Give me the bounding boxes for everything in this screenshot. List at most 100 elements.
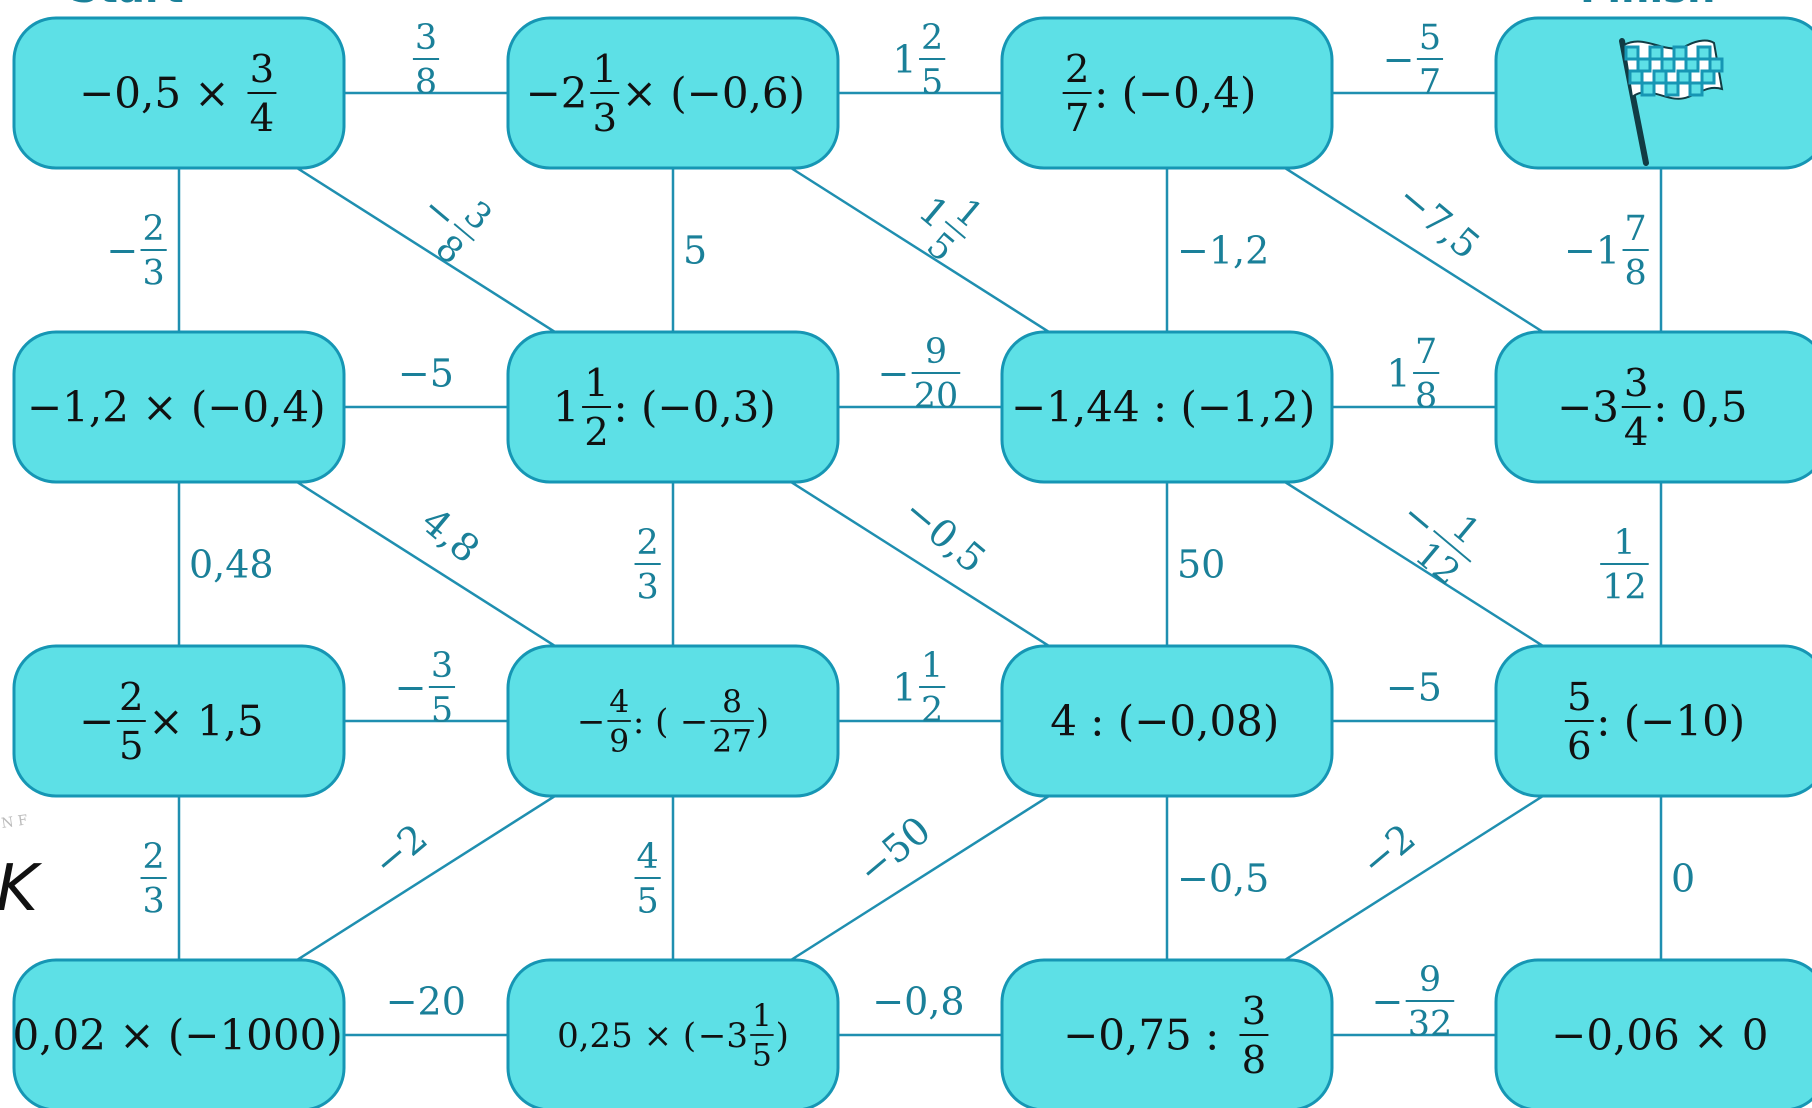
edge-label-fraction: 112: [1600, 523, 1649, 607]
edge-label-text: −: [1383, 37, 1415, 81]
edge-label-h-r2c0-r2c1: −35: [395, 646, 456, 730]
numerator: 2: [637, 523, 659, 563]
cell-r2c0[interactable]: −25 × 1,5: [12, 644, 346, 798]
cell-text: 1: [553, 383, 580, 432]
denominator: 7: [1419, 62, 1441, 102]
cell-text: : (−10): [1596, 697, 1745, 746]
fraction-bar: [944, 220, 966, 239]
edge-label-fraction: 23: [140, 209, 167, 293]
edge-label-d-r1c2-r2c3: −112: [1393, 492, 1487, 594]
edge-label-fraction: 23: [140, 837, 167, 921]
cell-r2c2[interactable]: 4 : (−0,08): [1000, 644, 1334, 798]
cell-r3c3[interactable]: −0,06 × 0: [1494, 958, 1812, 1108]
edge-label-v-r1c1-r2c1: 23: [634, 523, 661, 607]
edge-label-fraction: 35: [428, 646, 456, 730]
edge-label-text: −1: [1564, 228, 1620, 272]
cell-fraction: 27: [1062, 47, 1092, 141]
cell-text: ): [756, 702, 769, 742]
numerator: 2: [143, 209, 165, 249]
numerator: 5: [1419, 18, 1441, 58]
edge-label-text: 4,8: [413, 499, 488, 572]
cell-fraction: 56: [1564, 675, 1594, 769]
numerator: 2: [119, 675, 144, 720]
cell-r0c0[interactable]: −0,5 × 34: [12, 16, 346, 170]
edge-label-d-r1c0-r2c1: 4,8: [413, 499, 488, 572]
numerator: 2: [921, 18, 943, 58]
cell-box: [506, 16, 840, 170]
cell-r2c1[interactable]: −49 : (−827): [506, 644, 840, 798]
edge-label-text: −2: [1353, 815, 1424, 885]
cell-box: [1494, 644, 1812, 798]
cell-text: −1,2 × (−0,4): [27, 383, 326, 432]
edge-label-h-r3c1-r3c2: −0,8: [872, 979, 964, 1023]
edge-label-v-r2c2-r3c2: −0,5: [1177, 856, 1269, 900]
cell-box: [506, 644, 840, 798]
denominator: 3: [637, 567, 659, 607]
cell-text: ): [776, 1016, 789, 1056]
cell-r2c3[interactable]: 56 : (−10): [1494, 644, 1812, 798]
edge-label-text: 1: [892, 665, 916, 709]
cell-r3c2[interactable]: −0,75 : 38: [1000, 958, 1334, 1108]
cell-box: [1000, 958, 1334, 1108]
denominator: 5: [752, 1038, 772, 1074]
edge-label-h-r0c0-r0c1: 38: [412, 18, 440, 102]
edge-label-fraction: 920: [911, 332, 961, 416]
cell-box: [1494, 958, 1812, 1108]
denominator: 8: [1415, 376, 1437, 416]
edge-label-text: −50: [849, 808, 939, 893]
edge-label-text: −7,5: [1389, 175, 1488, 268]
cell-r3c0[interactable]: 0,02 × (−1000): [12, 958, 346, 1108]
numerator: 3: [415, 18, 437, 58]
cell-r0c2[interactable]: 27 : (−0,4): [1000, 16, 1334, 170]
cell-r0c3[interactable]: [1494, 16, 1812, 170]
cell-text: −1,44 : (−1,2): [1011, 383, 1315, 432]
cell-text: −: [577, 702, 606, 742]
cell-text: −0,75 :: [1063, 1011, 1219, 1060]
cell-text: : (−0,4): [1094, 69, 1256, 118]
numerator: 9: [925, 332, 947, 372]
edge-label-text: −: [106, 228, 138, 272]
fraction-bar: [453, 223, 475, 242]
edge-label-h-r2c2-r2c3: −5: [1386, 665, 1442, 709]
denominator: 12: [1602, 567, 1646, 607]
edge-label-v-r2c0-r3c0: 23: [140, 837, 167, 921]
cell-box: [506, 330, 840, 484]
denominator: 2: [584, 410, 609, 455]
edge-label-h-r1c0-r1c1: −5: [398, 351, 454, 395]
numerator: 3: [1242, 989, 1267, 1034]
cell-box: [1000, 644, 1334, 798]
watermark-small: N F: [0, 812, 29, 832]
numerator: 7: [1415, 332, 1437, 372]
numerator: 5: [1567, 675, 1592, 720]
cell-fraction: 34: [247, 47, 277, 141]
cell-fraction: 49: [607, 684, 631, 760]
denominator: 5: [119, 724, 144, 769]
cell-text: : (: [633, 702, 669, 742]
cell-fraction: 827: [710, 684, 754, 760]
cell-r1c0[interactable]: −1,2 × (−0,4): [12, 330, 346, 484]
cell-r1c2[interactable]: −1,44 : (−1,2): [1000, 330, 1334, 484]
edge-label-text: −: [877, 351, 909, 395]
denominator: 27: [712, 724, 752, 760]
edge-label-v-r0c1-r1c1: 5: [683, 228, 707, 272]
cell-text: × 1,5: [148, 697, 263, 746]
numerator: 7: [1625, 209, 1647, 249]
denominator: 20: [914, 376, 958, 416]
edge-label-v-r0c0-r1c0: −23: [106, 209, 167, 293]
edge-label-h-r1c1-r1c2: −920: [877, 332, 961, 416]
edge-label-text: −20: [386, 979, 466, 1023]
cell-text: −: [680, 702, 709, 742]
denominator: 4: [1624, 410, 1649, 455]
edge-label-d-r1c1-r2c2: −0,5: [895, 489, 994, 582]
numerator: 8: [722, 684, 742, 720]
denominator: 5: [637, 881, 659, 921]
denominator: 8: [1625, 253, 1647, 293]
edge-label-text: −0,5: [895, 489, 994, 582]
cell-box: [1000, 16, 1334, 170]
denominator: 3: [143, 253, 165, 293]
